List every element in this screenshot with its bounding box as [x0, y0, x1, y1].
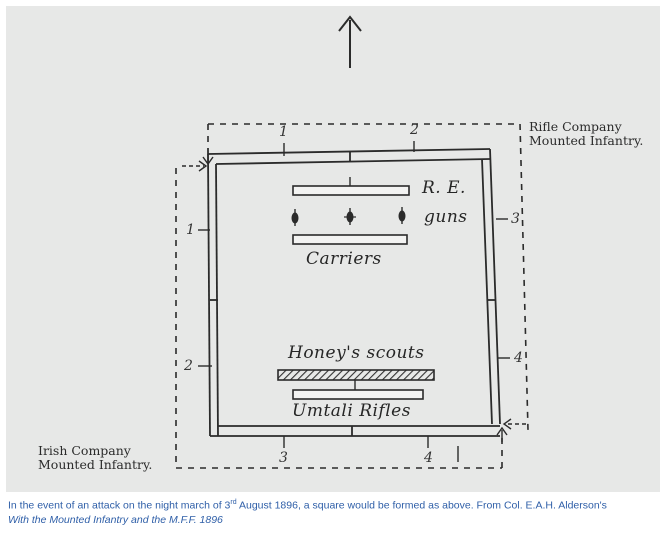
section-ticks	[198, 141, 510, 462]
honeys-scouts-bar	[277, 369, 435, 381]
formation-diagram	[175, 15, 529, 469]
number-top-2: 2	[410, 122, 419, 138]
irish-company-label: Irish Company Mounted Infantry.	[38, 443, 153, 472]
carriers-bar	[292, 234, 408, 245]
number-bottom-3: 3	[279, 450, 288, 466]
number-right-3: 3	[511, 211, 520, 227]
square-frame	[207, 148, 501, 437]
diagram-photo: Rifle Company Mounted Infantry. Irish Co…	[6, 6, 660, 492]
photo-caption: In the event of an attack on the night m…	[8, 499, 607, 526]
guns-label: guns	[424, 207, 468, 227]
rifle-company-label: Rifle Company Mounted Infantry.	[529, 119, 644, 148]
gun-icon	[291, 207, 406, 226]
number-right-4: 4	[514, 350, 523, 366]
number-left-2: 2	[184, 358, 193, 374]
dashed-outline	[175, 123, 529, 469]
umtali-rifles-label: Umtali Rifles	[292, 401, 411, 421]
carriers-label: Carriers	[306, 249, 382, 269]
re-bar	[292, 185, 410, 196]
book-title: With the Mounted Infantry and the M.F.F.…	[8, 513, 223, 526]
north-arrow-icon	[338, 15, 362, 68]
number-left-1: 1	[186, 222, 195, 238]
number-top-1: 1	[279, 124, 288, 140]
re-label: R. E.	[422, 178, 466, 198]
honeys-scouts-label: Honey's scouts	[288, 343, 425, 363]
umtali-rifles-bar	[292, 389, 424, 400]
number-bottom-4: 4	[424, 450, 433, 466]
